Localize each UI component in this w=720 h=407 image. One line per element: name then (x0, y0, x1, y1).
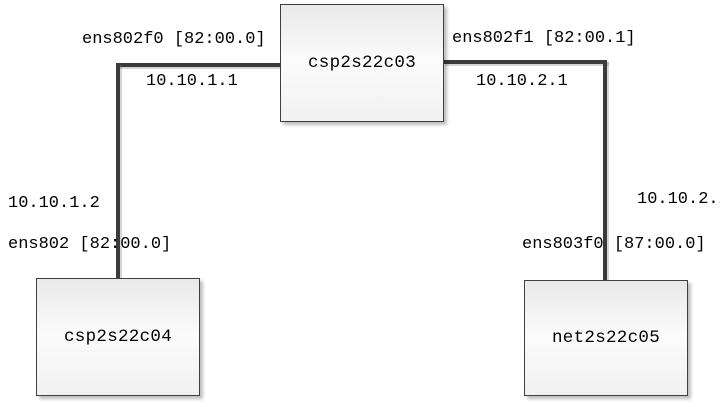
link-csp03-csp04-horizontal-segment (116, 63, 281, 67)
ip-label-10-10-2-1: 10.10.2.1 (476, 72, 568, 91)
node-net2s22c05: net2s22c05 (524, 280, 688, 396)
node-csp2s22c04: csp2s22c04 (36, 278, 200, 396)
interface-label-ens802: ens802 [82:00.0] (8, 235, 172, 254)
node-csp2s22c03-label: csp2s22c03 (307, 53, 417, 73)
link-csp03-net05-vertical-segment (603, 60, 607, 280)
interface-label-ens802f0: ens802f0 [82:00.0] (82, 30, 266, 49)
ip-label-10-10-1-2: 10.10.1.2 (8, 194, 100, 213)
interface-label-ens803f0: ens803f0 [87:00.0] (522, 235, 706, 254)
interface-label-ens802f1: ens802f1 [82:00.1] (452, 29, 636, 48)
ip-label-10-10-1-1: 10.10.1.1 (146, 72, 238, 91)
link-csp03-csp04-vertical-segment (116, 63, 120, 278)
node-csp2s22c03: csp2s22c03 (280, 4, 444, 122)
link-csp03-net05-horizontal-segment (443, 60, 607, 64)
ip-label-10-10-2-2: 10.10.2.2 (637, 190, 720, 209)
node-csp2s22c04-label: csp2s22c04 (63, 327, 173, 347)
node-net2s22c05-label: net2s22c05 (551, 328, 661, 348)
